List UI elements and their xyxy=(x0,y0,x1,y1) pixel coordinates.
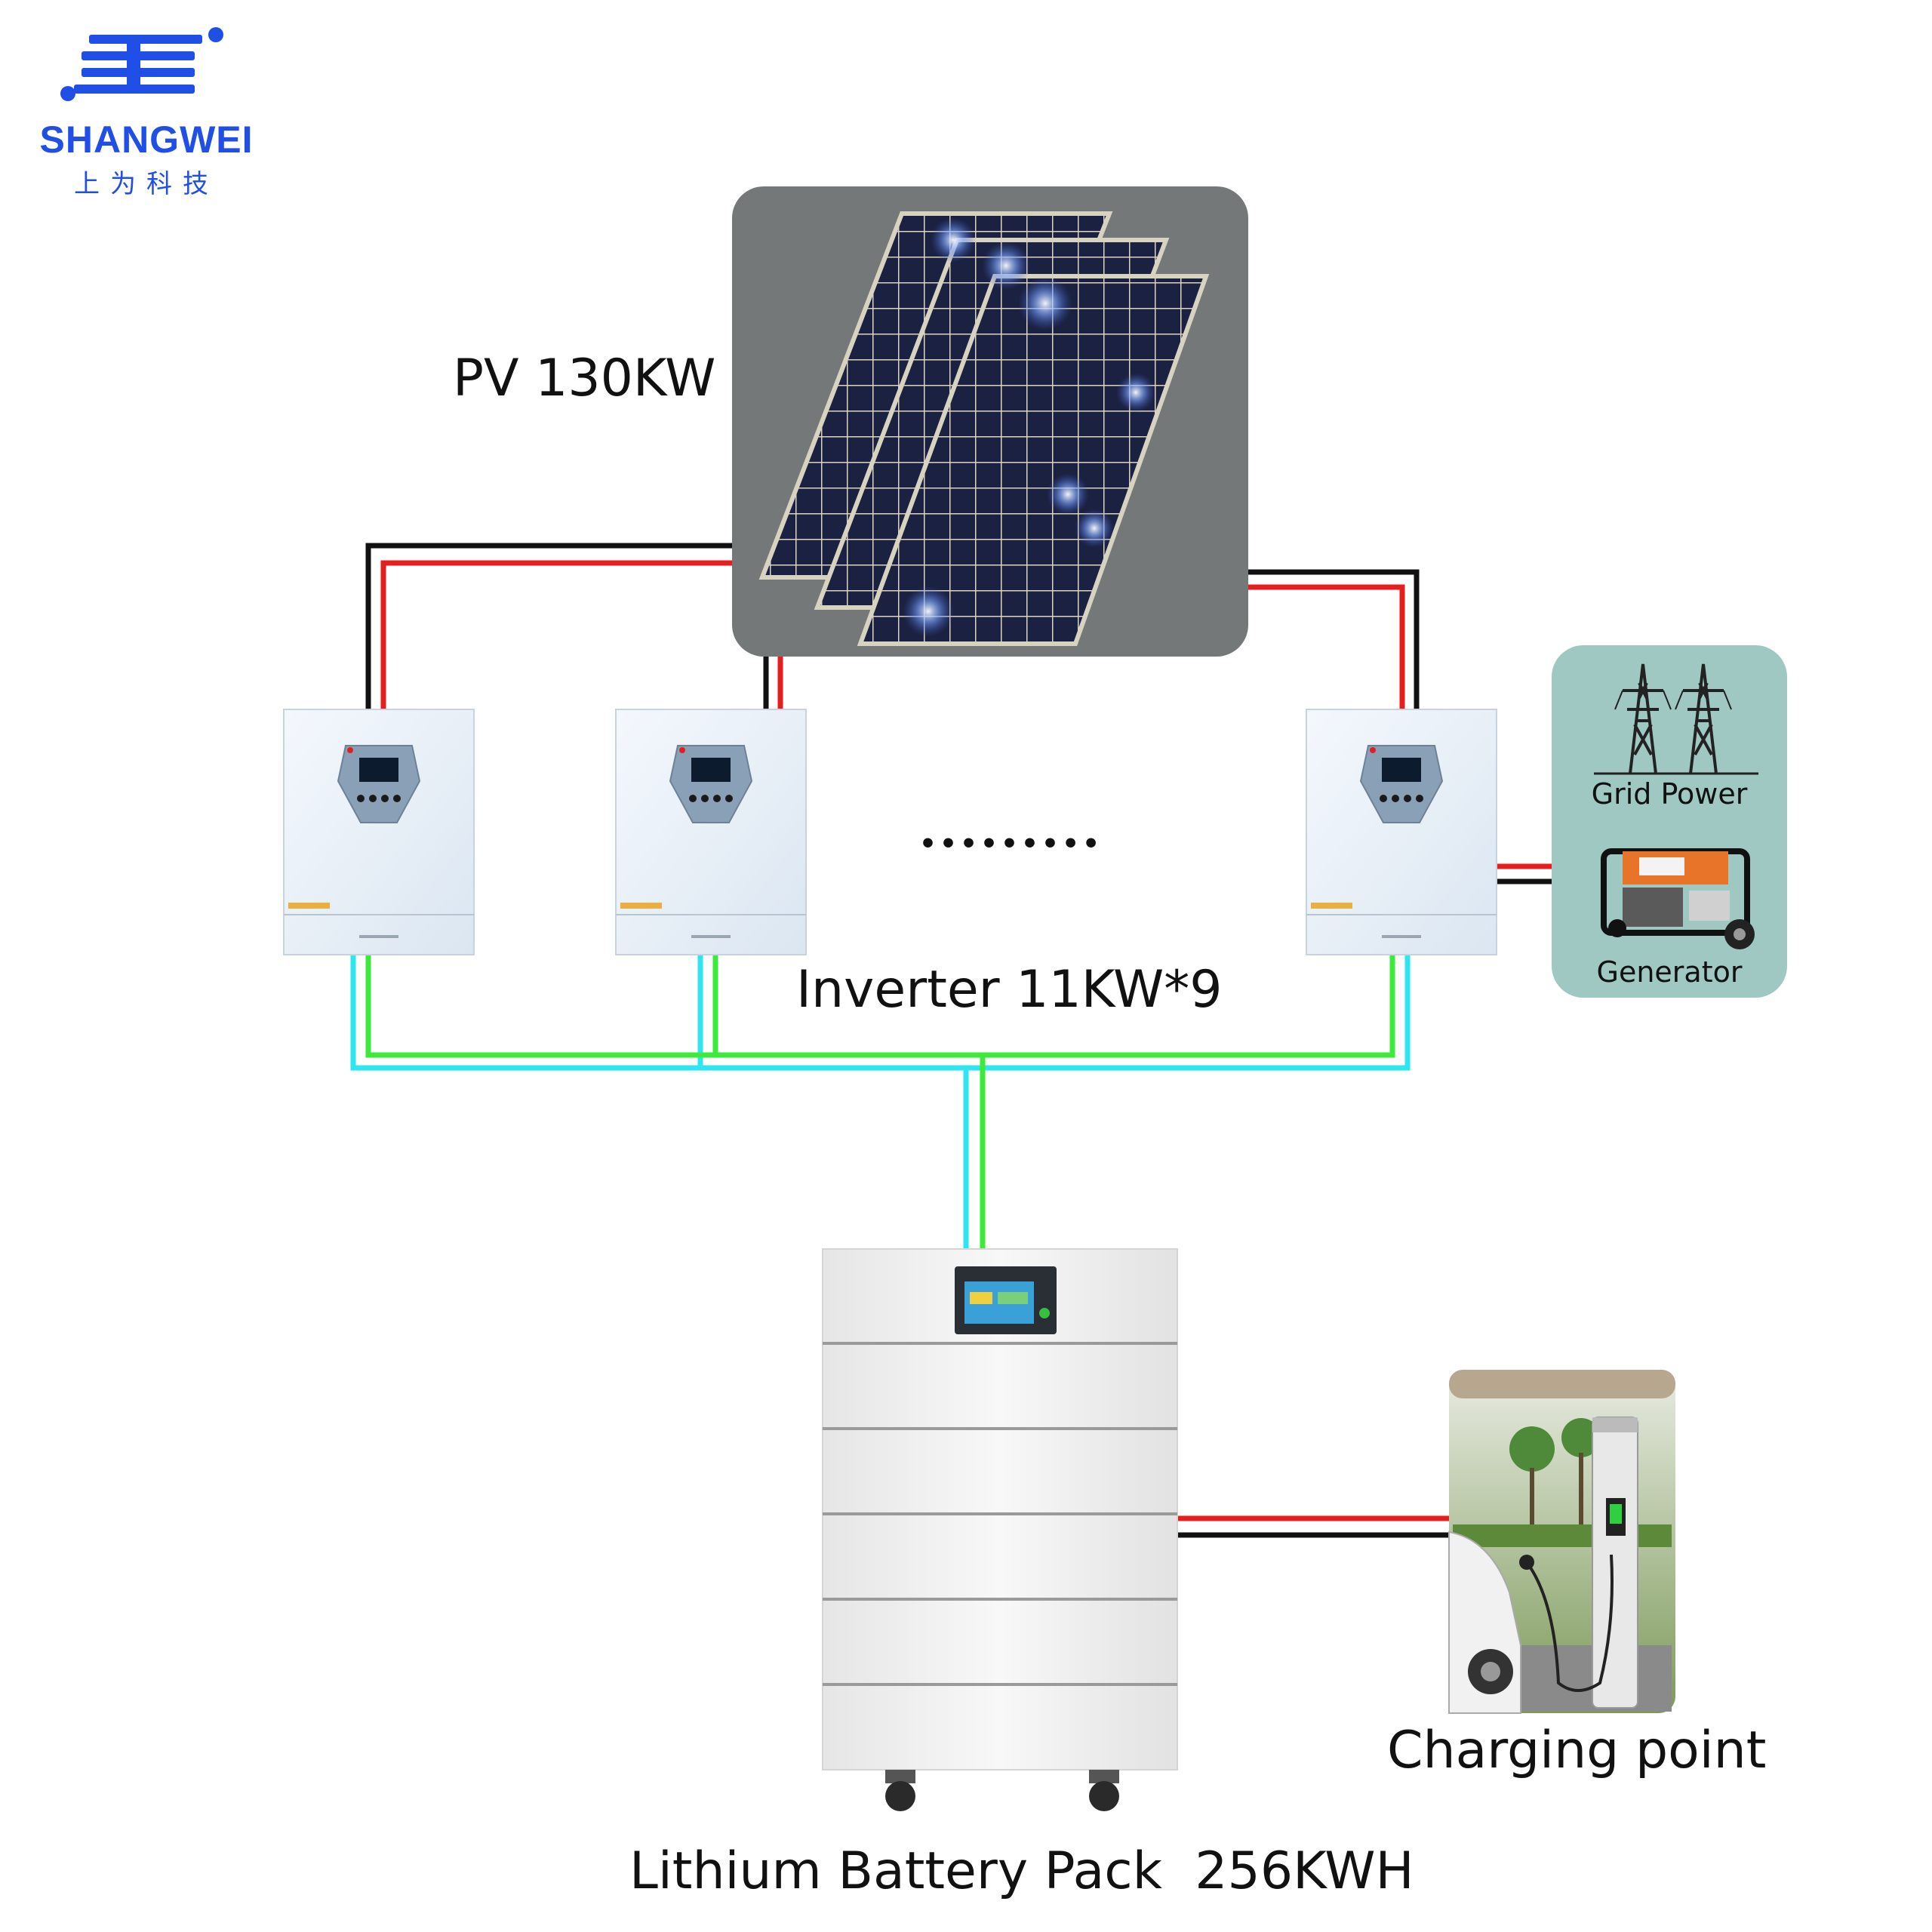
charging-point xyxy=(1448,1370,1675,1714)
grid-wires xyxy=(1497,863,1552,884)
logo-wordmark: SHANGWEI xyxy=(39,118,254,161)
pv-negative-wire-left xyxy=(365,543,732,713)
battery-label: Lithium Battery Pack 256KWH xyxy=(629,1841,1414,1901)
grid-power-label: Grid Power xyxy=(1591,777,1748,811)
charging-point-label: Charging point xyxy=(1387,1721,1767,1780)
generator-icon xyxy=(1601,848,1755,949)
battery-display-icon xyxy=(955,1266,1057,1334)
electric-car-icon xyxy=(1448,1531,1534,1714)
shangwei-logo xyxy=(60,27,223,101)
inverter-label: Inverter 11KW*9 xyxy=(796,960,1223,1020)
pv-positive-wire-right xyxy=(1248,584,1405,713)
ac-cyan-wire xyxy=(350,955,1411,1249)
inverter-9 xyxy=(1306,709,1497,955)
solar-panel-icon xyxy=(758,211,1210,646)
ac-source-box xyxy=(1552,645,1787,998)
logo-chinese-name: 上为科技 xyxy=(74,169,219,199)
ac-green-wire xyxy=(365,955,1395,1249)
pv-positive-wire-left xyxy=(380,560,732,713)
ac-bus-wires xyxy=(350,955,1411,1249)
battery-wheel-icon xyxy=(885,1770,1119,1811)
charging-cable-icon xyxy=(1525,1554,1614,1692)
ev-charger-icon xyxy=(1592,1417,1638,1709)
charging-wires xyxy=(1177,1515,1449,1538)
logo-mark-icon xyxy=(60,27,223,101)
inverter-1 xyxy=(283,709,475,955)
ac-source-background xyxy=(1552,645,1787,998)
lithium-battery-pack xyxy=(822,1248,1178,1811)
pv-negative-wire-right xyxy=(1248,569,1420,713)
pv-array xyxy=(732,186,1248,657)
pv-dc-wires xyxy=(365,543,1420,713)
inverter-ellipsis: ••••••••• xyxy=(919,829,1103,860)
inverter-2 xyxy=(615,709,807,955)
generator-label: Generator xyxy=(1596,955,1743,989)
pv-label: PV 130KW xyxy=(453,349,716,408)
power-tower-icon xyxy=(1594,663,1758,775)
